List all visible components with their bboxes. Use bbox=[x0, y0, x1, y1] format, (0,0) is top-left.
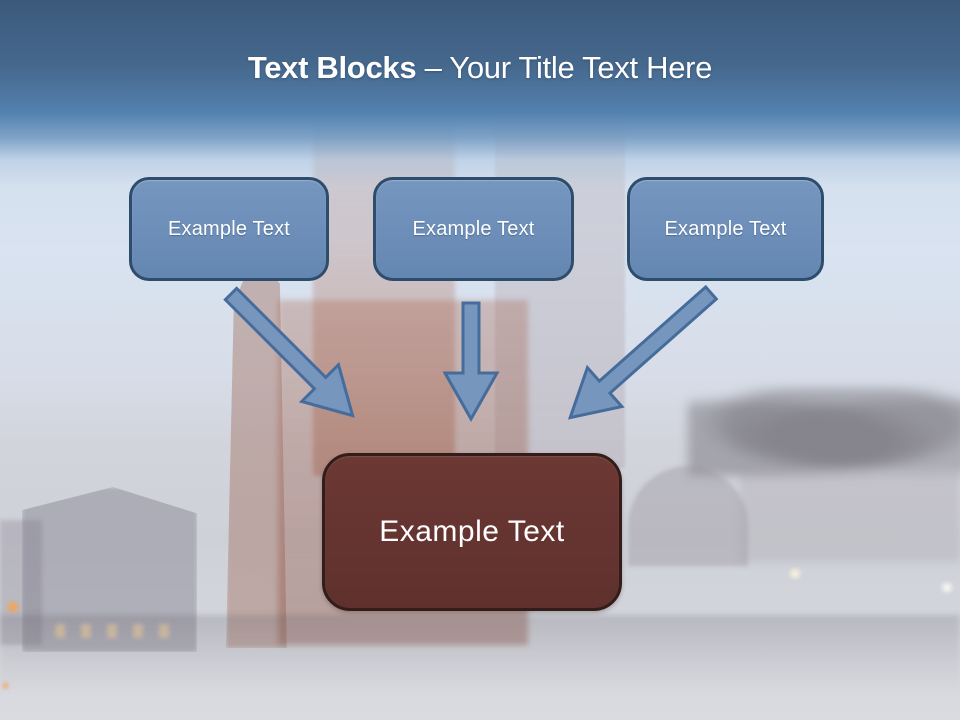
title-regular-text: Your Title Text Here bbox=[449, 50, 713, 85]
background-window-lights bbox=[55, 624, 185, 638]
result-block[interactable]: Example Text bbox=[322, 453, 622, 611]
street-lamp-glow bbox=[938, 581, 956, 594]
street-lamp-glow bbox=[786, 567, 804, 580]
text-block-2-label: Example Text bbox=[412, 217, 535, 240]
street-lamp-glow bbox=[0, 680, 11, 691]
text-block-3-label: Example Text bbox=[664, 217, 787, 240]
background-round-building bbox=[628, 466, 748, 566]
text-block-2[interactable]: Example Text bbox=[373, 177, 574, 281]
background-street bbox=[0, 615, 960, 693]
background-left-annex bbox=[0, 520, 42, 645]
background-left-building bbox=[22, 487, 197, 652]
background-right-buildings bbox=[740, 470, 960, 562]
title-dash: – bbox=[416, 50, 450, 85]
text-block-1-label: Example Text bbox=[167, 217, 291, 240]
result-block-label: Example Text bbox=[379, 515, 565, 548]
slide-title[interactable]: Text Blocks – Your Title Text Here bbox=[0, 50, 960, 86]
text-block-1[interactable]: Example Text bbox=[129, 177, 329, 281]
street-lamp-glow bbox=[5, 599, 21, 615]
title-bold-text: Text Blocks bbox=[247, 50, 417, 85]
title-band bbox=[0, 0, 960, 188]
background-trees bbox=[688, 388, 960, 476]
text-block-3[interactable]: Example Text bbox=[627, 177, 824, 281]
